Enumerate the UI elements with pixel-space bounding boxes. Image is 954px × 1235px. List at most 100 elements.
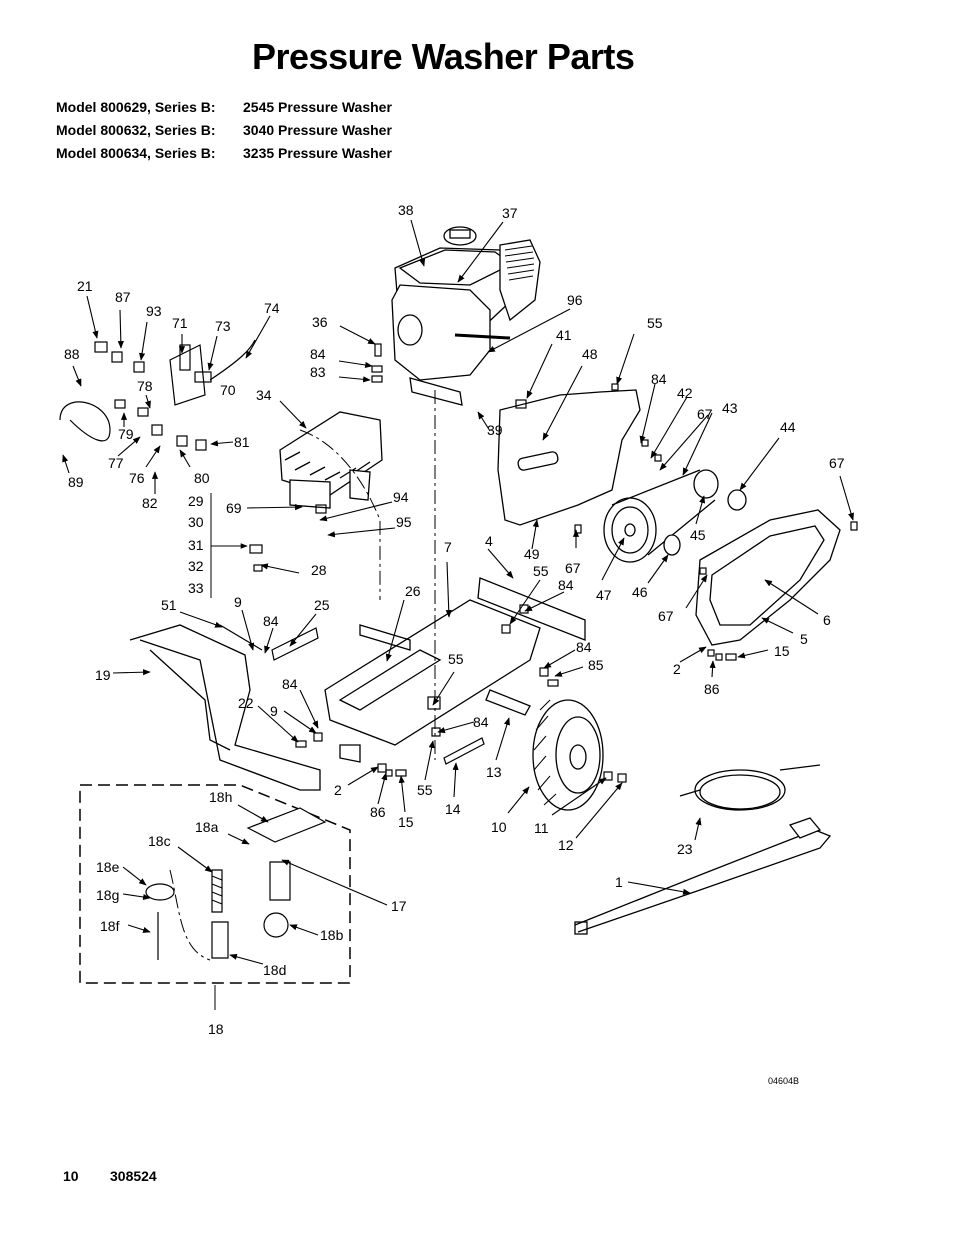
model-line: Model 800629, Series B: 2545 Pressure Was…: [56, 96, 392, 119]
callout: 18g: [96, 887, 119, 903]
callout: 37: [502, 205, 518, 221]
callout: 18e: [96, 859, 120, 875]
callout: 55: [448, 651, 464, 667]
callout: 11: [534, 820, 549, 836]
callout: 85: [588, 657, 604, 673]
callout: 88: [64, 346, 80, 362]
callout: 4: [485, 533, 493, 549]
callout: 95: [396, 514, 412, 530]
callout: 86: [704, 681, 720, 697]
callout: 19: [95, 667, 111, 683]
callout: 6: [823, 612, 831, 628]
callout: 18a: [195, 819, 219, 835]
callout: 43: [722, 400, 738, 416]
figure-code: 04604B: [768, 1076, 799, 1086]
model-name: 3235 Pressure Washer: [243, 145, 392, 161]
callout: 39: [487, 422, 503, 438]
callout: 29: [188, 493, 204, 509]
model-line: Model 800634, Series B: 3235 Pressure Was…: [56, 142, 392, 165]
callout: 84: [473, 714, 489, 730]
model-name: 3040 Pressure Washer: [243, 122, 392, 138]
callout: 78: [137, 378, 153, 394]
callout: 67: [697, 406, 713, 422]
callout: 5: [800, 631, 808, 647]
callout: 94: [393, 489, 409, 505]
callout: 45: [690, 527, 706, 543]
callout: 18b: [320, 927, 344, 943]
callout: 2: [673, 661, 681, 677]
callout: 84: [558, 577, 574, 593]
model-number: Model 800632, Series B:: [56, 122, 216, 138]
page-title: Pressure Washer Parts: [252, 36, 635, 77]
callout: 7: [444, 539, 452, 555]
callout: 9: [270, 703, 278, 719]
callout: 23: [677, 841, 693, 857]
callout: 17: [391, 898, 407, 914]
callout: 49: [524, 546, 540, 562]
callout: 15: [398, 814, 414, 830]
callout: 96: [567, 292, 583, 308]
callout: 84: [310, 346, 326, 362]
callout: 46: [632, 584, 648, 600]
callout: 84: [651, 371, 667, 387]
hardware-parts-drawing: [59, 339, 858, 783]
page-number: 10: [63, 1168, 79, 1184]
callout: 31: [188, 537, 204, 553]
callout-labels: 38 37 21 87 93 71 73 74 36 96 41 55 48 8…: [64, 202, 845, 1037]
callout: 26: [405, 583, 421, 599]
callout: 74: [264, 300, 280, 316]
pump-drawing: [279, 411, 383, 509]
callout: 69: [226, 500, 242, 516]
callout: 18h: [209, 789, 232, 805]
callout: 79: [118, 426, 134, 442]
callout: 14: [445, 801, 461, 817]
callout: 71: [172, 315, 188, 331]
callout: 18f: [100, 918, 120, 934]
callout: 38: [398, 202, 414, 218]
callout: 83: [310, 364, 326, 380]
callout: 18c: [148, 833, 171, 849]
model-number: Model 800629, Series B:: [56, 99, 216, 115]
callout: 73: [215, 318, 231, 334]
callout: 15: [774, 643, 790, 659]
callout: 48: [582, 346, 598, 362]
model-line: Model 800632, Series B: 3040 Pressure Was…: [56, 119, 392, 142]
callout: 2: [334, 782, 342, 798]
model-name: 2545 Pressure Washer: [243, 99, 392, 115]
callout: 13: [486, 764, 502, 780]
document-number: 308524: [110, 1168, 157, 1184]
callout: 86: [370, 804, 386, 820]
callout: 67: [829, 455, 845, 471]
callout: 55: [417, 782, 433, 798]
callout: 70: [220, 382, 236, 398]
callout: 32: [188, 558, 204, 574]
callout: 18d: [263, 962, 286, 978]
model-number: Model 800634, Series B:: [56, 145, 216, 161]
callout: 9: [234, 594, 242, 610]
callout: 33: [188, 580, 204, 596]
callout: 44: [780, 419, 796, 435]
callout: 55: [533, 563, 549, 579]
callout: 51: [161, 597, 177, 613]
callout: 41: [556, 327, 572, 343]
engine-drawing: [391, 226, 541, 406]
callout: 18: [208, 1021, 224, 1037]
callout: 93: [146, 303, 162, 319]
belt-cover-drawing: [695, 509, 841, 646]
frame-drawing: [129, 577, 586, 791]
callout: 10: [491, 819, 507, 835]
model-list: Model 800629, Series B: 2545 Pressure Was…: [56, 96, 392, 165]
callout: 25: [314, 597, 330, 613]
callout: 82: [142, 495, 158, 511]
pulley-belt-drawing: [603, 469, 747, 563]
exploded-parts-diagram: 38 37 21 87 93 71 73 74 36 96 41 55 48 8…: [59, 202, 858, 1086]
belt-guard-plate-drawing: [497, 389, 641, 526]
leader-lines: [62, 219, 854, 965]
callout: 81: [234, 434, 250, 450]
callout: 77: [108, 455, 124, 471]
callout: 84: [282, 676, 298, 692]
hose-gun-drawing: [574, 764, 832, 935]
callout: 28: [311, 562, 327, 578]
callout: 12: [558, 837, 574, 853]
callout: 30: [188, 514, 204, 530]
